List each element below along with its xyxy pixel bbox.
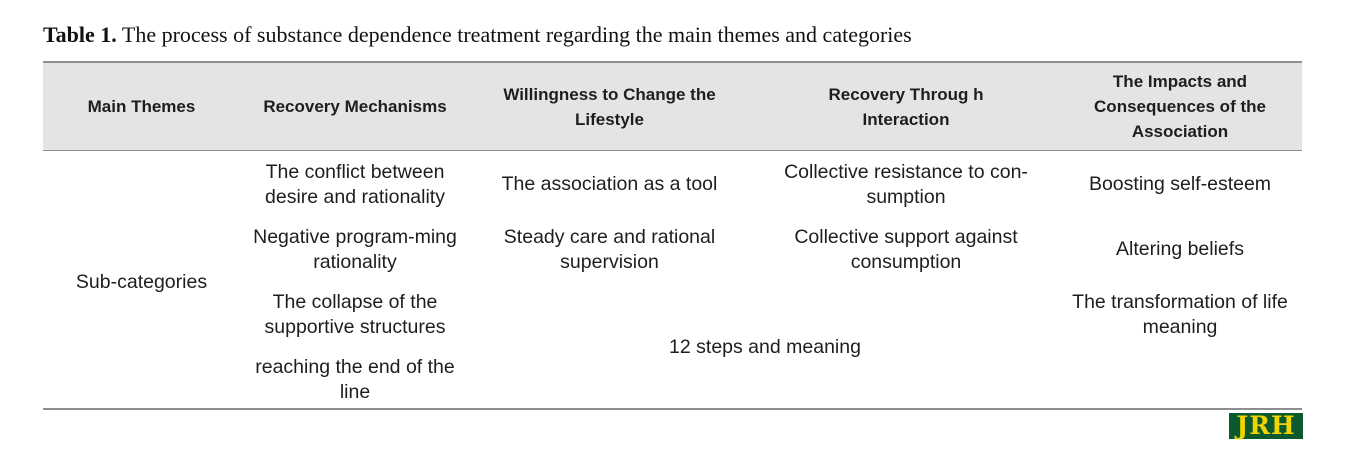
jrh-logo: JRH [1229, 413, 1303, 439]
row-label-sub-categories: Sub-categories [75, 271, 208, 293]
impacts-item: Boosting self-esteem [1088, 173, 1272, 195]
table-header-band [43, 62, 1302, 151]
recovery-interaction-item: Collective resistance to con-sumption [784, 161, 1028, 208]
table-caption-label: Table 1. [43, 22, 117, 47]
header-recovery-mechanisms: Recovery Mechanisms [263, 97, 447, 116]
table-caption-text: The process of substance dependence trea… [116, 22, 912, 47]
recovery-mechanism-item: The conflict between desire and rational… [265, 161, 445, 208]
table-top-rule [43, 61, 1302, 63]
shared-cell-12-steps: 12 steps and meaning [669, 336, 861, 358]
recovery-mechanism-item: Negative program-ming rationality [253, 226, 457, 273]
impacts-item: Altering beliefs [1116, 238, 1244, 260]
willingness-item: Steady care and rational supervision [503, 226, 716, 273]
header-main-themes: Main Themes [87, 97, 196, 116]
recovery-interaction-item: Collective support against consumption [794, 226, 1018, 273]
table-header-rule [43, 150, 1302, 151]
header-willingness: Willingness to Change the Lifestyle [503, 84, 716, 129]
table-bottom-rule [43, 408, 1302, 410]
willingness-item: The association as a tool [501, 173, 718, 195]
recovery-mechanism-item: reaching the end of the line [255, 356, 455, 403]
table-caption: Table 1. The process of substance depend… [43, 22, 912, 48]
impacts-item: The transformation of life meaning [1072, 291, 1288, 338]
jrh-logo-text: JRH [1236, 411, 1296, 440]
header-impacts: The Impacts and Consequences of the Asso… [1094, 72, 1266, 141]
header-recovery-interaction: Recovery Throug h Interaction [828, 84, 984, 129]
recovery-mechanism-item: The collapse of the supportive structure… [264, 291, 446, 338]
